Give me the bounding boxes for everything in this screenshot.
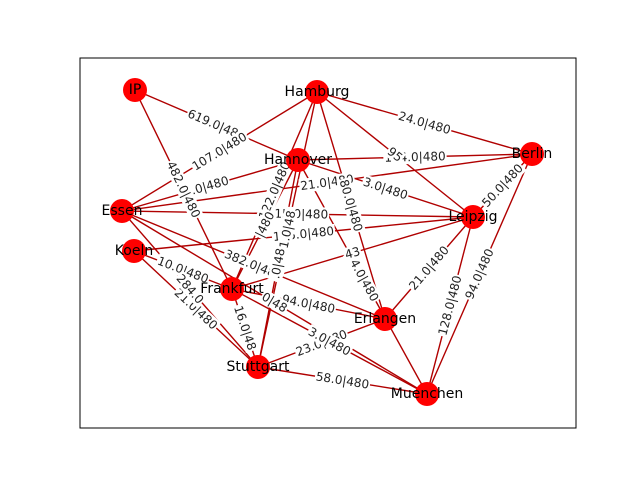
node-muenchen bbox=[415, 382, 439, 406]
edge-label-background bbox=[230, 303, 260, 353]
edge-label-background bbox=[342, 249, 383, 305]
node-label-frankfurt: Frankfurt bbox=[200, 281, 264, 297]
edge-label-background bbox=[276, 208, 299, 251]
nodes-layer bbox=[110, 78, 544, 406]
edge-label-background bbox=[163, 157, 204, 222]
edge-label-background bbox=[313, 369, 372, 392]
node-essen bbox=[110, 199, 134, 223]
edge-label: 43 bbox=[343, 244, 362, 262]
node-label-leipzig: Leipzig bbox=[448, 209, 497, 225]
edge-label-background bbox=[342, 243, 363, 263]
node-ip bbox=[123, 78, 147, 102]
edge-label-background bbox=[395, 108, 454, 138]
node-hamburg bbox=[305, 80, 329, 104]
axes-frame bbox=[79, 57, 577, 429]
node-label-berlin: Berlin bbox=[512, 146, 553, 162]
edge-label-background bbox=[188, 129, 251, 174]
edge-label-background bbox=[360, 174, 411, 203]
edge-label-background bbox=[172, 270, 208, 308]
edge-label-background bbox=[170, 284, 222, 334]
edge-label-background bbox=[336, 176, 366, 235]
edge-label-background bbox=[154, 253, 212, 287]
node-label-koeln: Koeln bbox=[115, 243, 153, 259]
edge-label-group: .0|48 bbox=[268, 246, 288, 281]
edge-label-background bbox=[268, 246, 288, 281]
node-label-ip: IP bbox=[129, 82, 142, 98]
edge-label-background bbox=[184, 106, 249, 144]
node-leipzig bbox=[461, 205, 485, 229]
node-frankfurt bbox=[220, 277, 244, 301]
node-label-muenchen: Muenchen bbox=[391, 386, 464, 402]
edge-label-background bbox=[258, 289, 291, 316]
edge-label-group: 43 bbox=[342, 243, 363, 263]
node-hannover bbox=[286, 148, 310, 172]
node-erlangen bbox=[373, 307, 397, 331]
node-label-essen: Essen bbox=[102, 203, 143, 219]
edge-label-background bbox=[461, 245, 498, 303]
node-label-hamburg: Hamburg bbox=[285, 84, 350, 100]
edge-label-background bbox=[252, 208, 278, 241]
edge-label: .0|48 bbox=[268, 247, 288, 280]
edge-label-background bbox=[255, 158, 294, 223]
node-label-stuttgart: Stuttgart bbox=[227, 359, 290, 375]
node-berlin bbox=[520, 142, 544, 166]
node-stuttgart bbox=[246, 355, 270, 379]
edge-label-background bbox=[383, 143, 407, 166]
edge-label-background bbox=[405, 242, 453, 294]
node-label-erlangen: Erlangen bbox=[354, 311, 416, 327]
edge-label-background bbox=[435, 273, 465, 338]
edge-label-background bbox=[298, 171, 356, 194]
edge-label-background bbox=[279, 291, 338, 317]
edge-label-background bbox=[305, 323, 354, 360]
edge-label-background bbox=[478, 160, 527, 211]
edge-label-background bbox=[188, 173, 232, 198]
node-label-hannover: Hannover bbox=[264, 152, 332, 168]
node-koeln bbox=[122, 239, 146, 263]
